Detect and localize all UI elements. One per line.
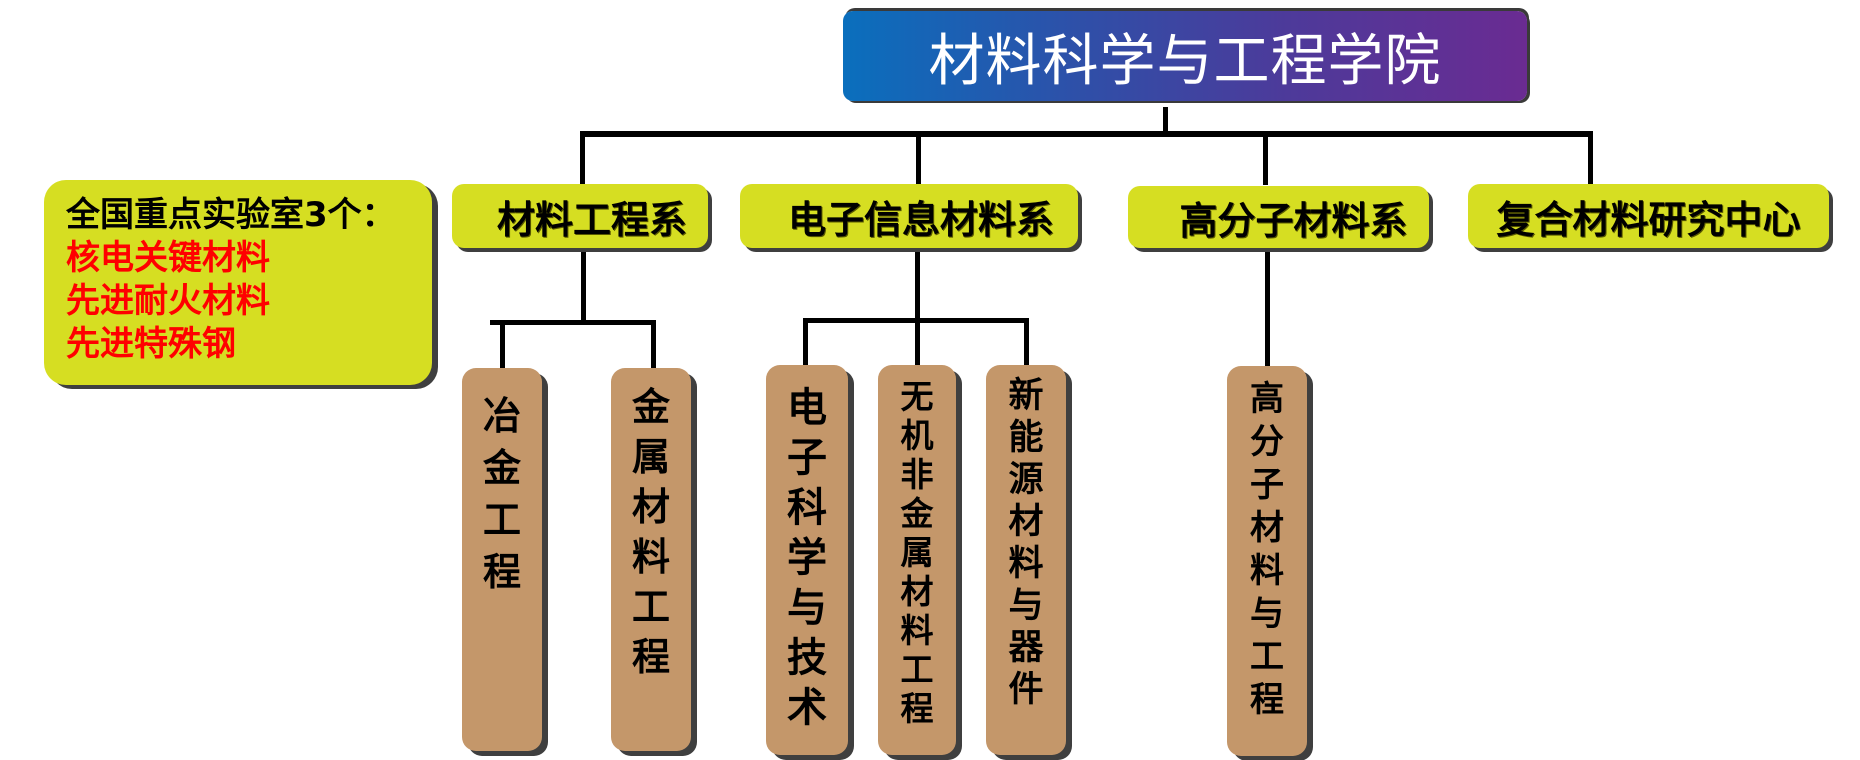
program-character: 工 <box>482 498 521 542</box>
program-character: 分 <box>1250 422 1284 462</box>
program-character: 料 <box>1008 544 1044 584</box>
program-label: 新能源材料与器件 <box>1008 375 1043 711</box>
program-character: 程 <box>1250 680 1284 720</box>
program-character: 机 <box>900 416 934 455</box>
program-character: 高 <box>1250 379 1284 419</box>
program-character: 术 <box>787 685 827 731</box>
key-lab-item: 先进特殊钢 <box>66 324 236 364</box>
program-metallurgical-engineering: 冶金工程 <box>462 368 542 751</box>
connector-prog-1-2 <box>651 320 656 368</box>
national-key-labs-box: 全国重点实验室3个： 核电关键材料 先进耐火材料 先进特殊钢 <box>44 180 432 385</box>
program-character: 属 <box>900 533 934 572</box>
program-character: 与 <box>787 585 827 631</box>
program-label: 冶金工程 <box>483 390 521 598</box>
program-character: 金 <box>482 446 521 490</box>
program-character: 学 <box>787 535 827 581</box>
program-character: 工 <box>900 650 934 689</box>
program-new-energy-materials-devices: 新能源材料与器件 <box>986 365 1066 755</box>
department-label: 材料工程系 <box>496 197 687 242</box>
connector-title-down <box>1163 107 1168 134</box>
program-character: 金 <box>900 494 934 533</box>
connector-dept-3 <box>1263 131 1268 185</box>
connector-dept2-down <box>915 252 920 367</box>
program-character: 电 <box>787 385 827 431</box>
national-key-labs-heading: 全国重点实验室3个： <box>66 195 396 235</box>
department-label: 高分子材料系 <box>1179 198 1408 243</box>
connector-prog-2-1 <box>803 318 808 368</box>
connector-dept1-down <box>581 252 586 322</box>
department-materials-engineering: 材料工程系 <box>452 184 708 248</box>
program-label: 金属材料工程 <box>632 382 670 682</box>
program-character: 料 <box>900 611 934 650</box>
program-character: 材 <box>900 572 934 611</box>
program-character: 非 <box>900 455 934 494</box>
program-character: 料 <box>1250 551 1284 591</box>
program-character: 能 <box>1008 418 1044 458</box>
program-character: 子 <box>1250 465 1284 505</box>
program-character: 子 <box>787 435 827 481</box>
program-character: 与 <box>1250 594 1284 634</box>
connector-dept1-horizontal-b <box>500 320 656 325</box>
program-character: 冶 <box>482 394 521 438</box>
program-label: 无机非金属材料工程 <box>901 377 934 728</box>
program-character: 工 <box>631 585 670 629</box>
program-character: 材 <box>1008 502 1044 542</box>
program-character: 源 <box>1008 460 1044 500</box>
program-character: 件 <box>1008 670 1044 710</box>
program-metal-materials-engineering: 金属材料工程 <box>611 368 691 751</box>
department-electronic-information-materials: 电子信息材料系 <box>740 184 1078 248</box>
connector-dept3-down <box>1265 252 1270 367</box>
program-electronic-science-technology: 电子科学与技术 <box>766 365 848 755</box>
program-character: 金 <box>631 385 670 429</box>
department-label: 电子信息材料系 <box>787 197 1054 242</box>
connector-dept-4 <box>1588 131 1593 185</box>
program-character: 程 <box>631 635 670 679</box>
program-character: 科 <box>787 485 827 531</box>
connector-dept-1 <box>580 131 585 185</box>
program-character: 程 <box>900 689 934 728</box>
program-character: 工 <box>1250 637 1284 677</box>
department-composite-materials-center: 复合材料研究中心 <box>1468 184 1829 248</box>
connector-prog-2-3 <box>1024 318 1029 368</box>
program-character: 材 <box>1250 508 1284 548</box>
college-title: 材料科学与工程学院 <box>843 11 1527 101</box>
program-character: 与 <box>1008 586 1044 626</box>
department-label: 复合材料研究中心 <box>1496 197 1801 242</box>
program-character: 无 <box>900 377 934 416</box>
key-lab-item: 先进耐火材料 <box>66 281 270 321</box>
program-label: 高分子材料与工程 <box>1250 378 1284 722</box>
department-polymer-materials: 高分子材料系 <box>1128 186 1429 248</box>
program-label: 电子科学与技术 <box>787 383 827 733</box>
program-character: 属 <box>631 435 670 479</box>
program-character: 新 <box>1008 376 1044 416</box>
program-character: 程 <box>482 550 521 594</box>
program-polymer-materials-engineering: 高分子材料与工程 <box>1227 366 1307 756</box>
connector-dept2-horizontal <box>803 318 1028 323</box>
program-character: 料 <box>631 535 670 579</box>
program-inorganic-nonmetallic-materials-engineering: 无机非金属材料工程 <box>878 365 956 755</box>
connector-main-horizontal <box>580 131 1593 137</box>
connector-dept-2 <box>916 131 921 185</box>
key-lab-item: 核电关键材料 <box>66 238 270 278</box>
connector-prog-1-1 <box>500 320 505 368</box>
program-character: 材 <box>631 485 670 529</box>
program-character: 器 <box>1008 628 1044 668</box>
program-character: 技 <box>787 635 827 681</box>
